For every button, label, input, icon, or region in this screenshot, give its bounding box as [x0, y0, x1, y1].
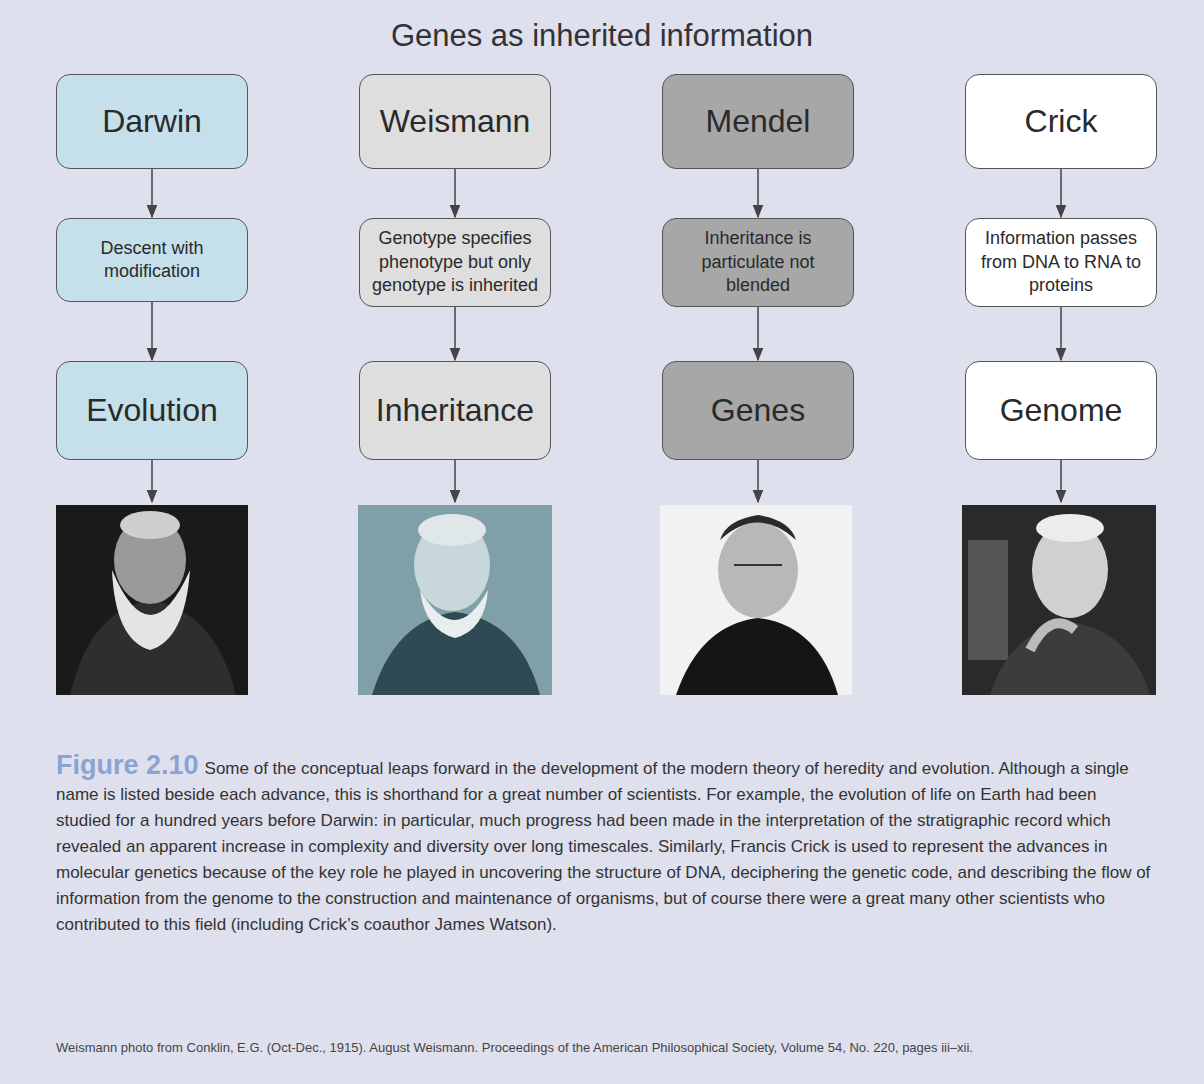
box-label: Genome — [1000, 391, 1123, 429]
box-text-group: Inheritance — [376, 391, 534, 429]
box-label: Darwin — [102, 102, 202, 140]
concept-box: Evolution — [56, 361, 248, 460]
photo-credit: Weismann photo from Conklin, E.G. (Oct-D… — [56, 1040, 1154, 1056]
darwin-portrait — [56, 505, 248, 695]
figure-number: Figure 2.10 — [56, 750, 199, 780]
box-label: Mendel — [706, 102, 811, 140]
box-text-group: Information passes from DNA to RNA to pr… — [976, 227, 1146, 297]
caption-text: Some of the conceptual leaps forward in … — [56, 759, 1150, 934]
concept-box: Genes — [662, 361, 854, 460]
flow-arrow — [454, 307, 456, 360]
flow-arrow — [1060, 169, 1062, 217]
box-text-group: Mendel — [706, 102, 811, 140]
box-text-group: Inheritance is particulate not blended — [673, 227, 843, 297]
idea-box: Information passes from DNA to RNA to pr… — [965, 218, 1157, 307]
concept-box: Inheritance — [359, 361, 551, 460]
box-text-group: Genotype specifies phenotype but only ge… — [370, 227, 540, 297]
scientist-box: Darwin — [56, 74, 248, 169]
flow-arrow — [757, 307, 759, 360]
box-text-group: Crick — [1025, 102, 1098, 140]
diagram-title: Genes as inherited information — [0, 18, 1204, 54]
box-text-group: Darwin — [102, 102, 202, 140]
box-text-group: Genes — [711, 391, 805, 429]
box-label: Information passes from DNA to RNA to pr… — [976, 227, 1146, 297]
flow-arrow — [151, 169, 153, 217]
box-label: Descent with modification — [67, 237, 237, 284]
scientist-box: Weismann — [359, 74, 551, 169]
scientist-box: Crick — [965, 74, 1157, 169]
box-text-group: Genome — [1000, 391, 1123, 429]
box-label: Weismann — [380, 102, 531, 140]
scientist-box: Mendel — [662, 74, 854, 169]
idea-box: Descent with modification — [56, 218, 248, 302]
box-label: Inheritance — [376, 391, 534, 429]
flow-arrow — [1060, 307, 1062, 360]
box-label: Crick — [1025, 102, 1098, 140]
box-label: Evolution — [86, 391, 218, 429]
photo-arrows — [152, 460, 1061, 502]
flow-arrow — [757, 169, 759, 217]
concept-box: Genome — [965, 361, 1157, 460]
weismann-portrait — [358, 505, 552, 695]
box-text-group: Descent with modification — [67, 237, 237, 284]
idea-box: Genotype specifies phenotype but only ge… — [359, 218, 551, 307]
box-text-group: Weismann — [380, 102, 531, 140]
idea-box: Inheritance is particulate not blended — [662, 218, 854, 307]
box-label: Genes — [711, 391, 805, 429]
box-label: Genotype specifies phenotype but only ge… — [370, 227, 540, 297]
box-text-group: Evolution — [86, 391, 218, 429]
mendel-portrait — [660, 505, 852, 695]
crick-portrait — [962, 505, 1156, 695]
flow-arrow — [454, 169, 456, 217]
figure-caption: Figure 2.10Some of the conceptual leaps … — [56, 752, 1154, 938]
flow-arrow — [151, 302, 153, 360]
box-label: Inheritance is particulate not blended — [673, 227, 843, 297]
